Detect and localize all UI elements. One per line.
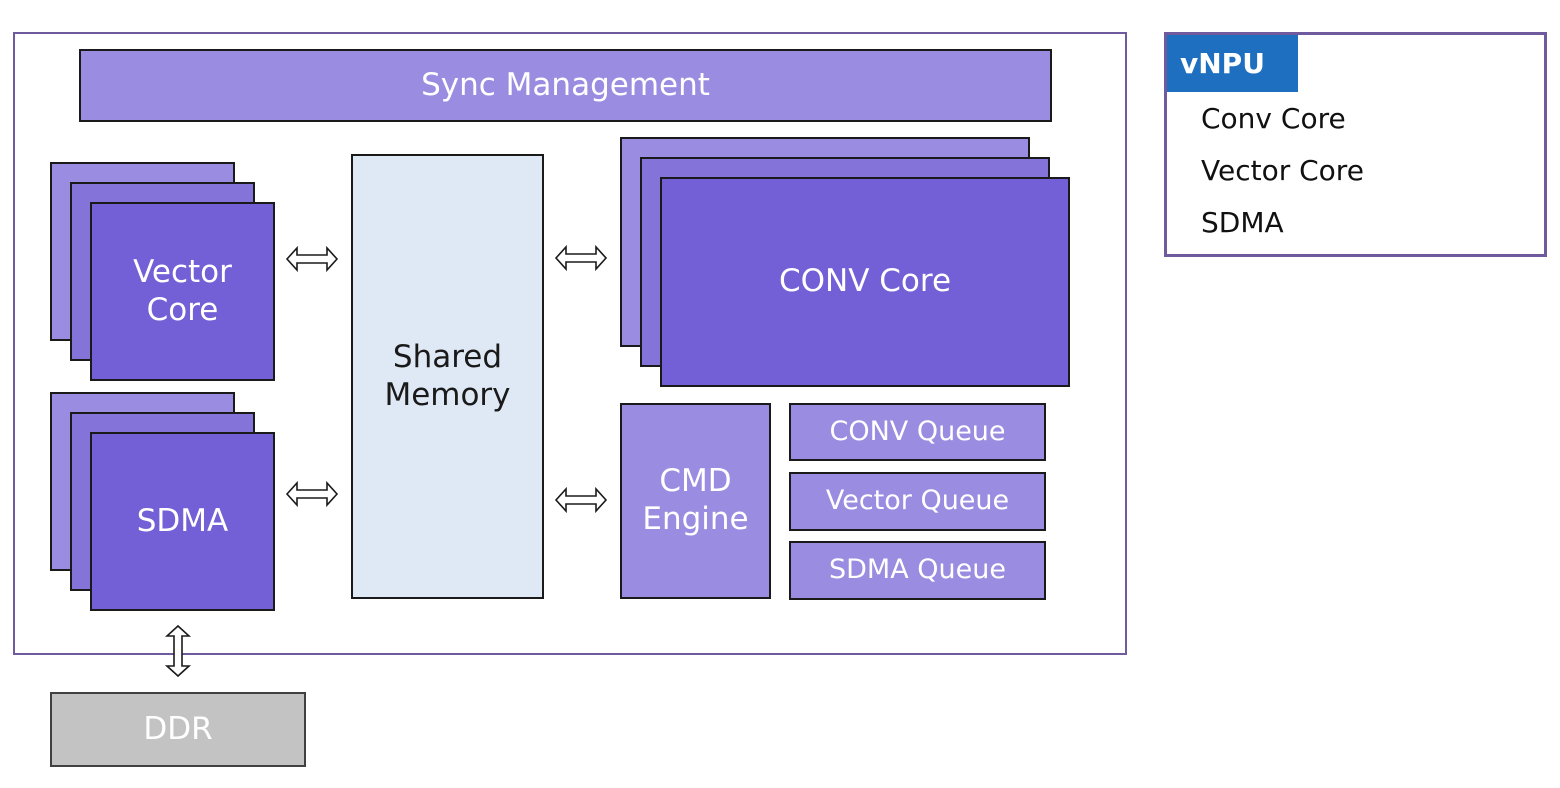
- vector-queue-block: Vector Queue: [789, 472, 1046, 531]
- vector-queue-label: Vector Queue: [825, 485, 1010, 517]
- vector-core-label-line2: Core: [146, 291, 219, 328]
- legend-item-conv-core: Conv Core: [1201, 102, 1346, 135]
- sync-management-block: Sync Management: [79, 49, 1052, 122]
- vector-core-block: Vector Core: [90, 202, 275, 381]
- legend-item-sdma: SDMA: [1201, 206, 1284, 239]
- cmd-engine-label-line1: CMD: [659, 463, 732, 500]
- legend-item-vector-core: Vector Core: [1201, 154, 1364, 187]
- ddr-block: DDR: [50, 692, 306, 767]
- sync-management-label: Sync Management: [421, 66, 710, 103]
- conv-queue-label: CONV Queue: [829, 415, 1006, 447]
- conv-core-block: CONV Core: [660, 177, 1070, 387]
- shared-memory-label-line1: Shared: [392, 338, 503, 375]
- sdma-queue-label: SDMA Queue: [829, 554, 1006, 586]
- shared-memory-block: Shared Memory: [351, 154, 544, 599]
- cmd-engine-block: CMD Engine: [620, 403, 771, 599]
- sdma-queue-block: SDMA Queue: [789, 541, 1046, 600]
- conv-queue-block: CONV Queue: [789, 403, 1046, 461]
- ddr-label: DDR: [143, 710, 213, 747]
- sdma-block: SDMA: [90, 432, 275, 611]
- vector-core-label-line1: Vector: [133, 253, 232, 290]
- vnpu-legend: vNPU Conv Core Vector Core SDMA: [1164, 32, 1547, 257]
- sdma-label: SDMA: [136, 502, 229, 539]
- conv-core-label: CONV Core: [778, 263, 952, 300]
- legend-list: Conv Core Vector Core SDMA: [1201, 97, 1364, 253]
- cmd-engine-label-line2: Engine: [642, 501, 749, 537]
- legend-title: vNPU: [1167, 35, 1298, 92]
- shared-memory-label-line2: Memory: [384, 376, 511, 413]
